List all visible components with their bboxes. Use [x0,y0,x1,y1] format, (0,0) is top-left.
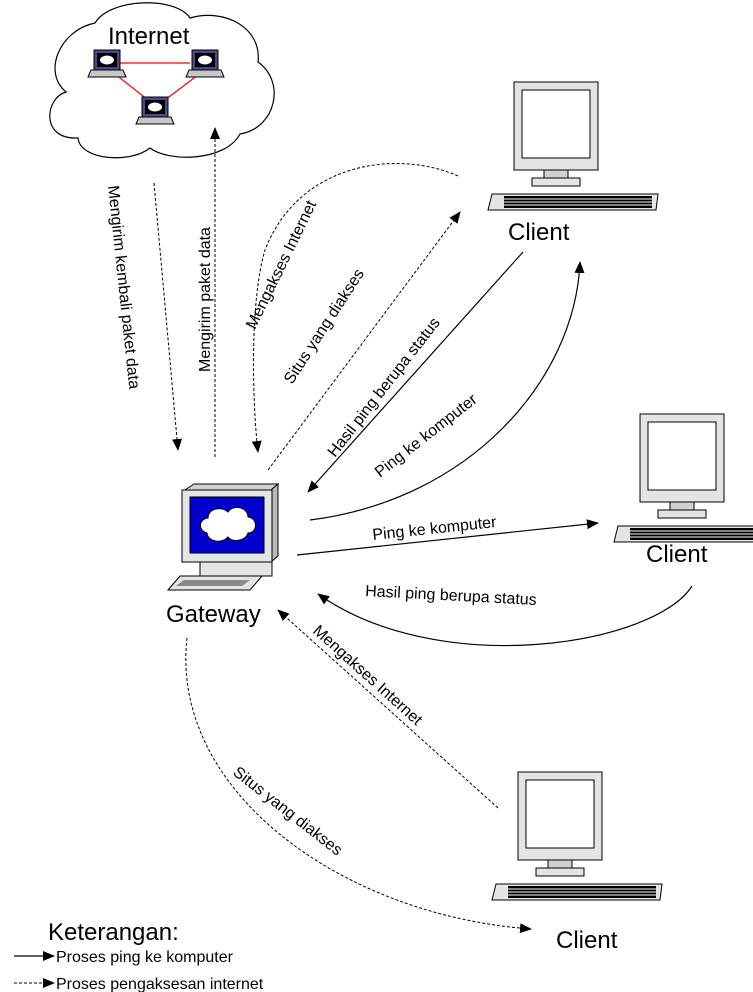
edge-return-packet [153,182,182,451]
gateway-computer: Gateway [166,482,280,628]
edge-visited-site-bottom [185,637,532,934]
edge-label-access-internet-bottom: Mengakses Internet [309,622,425,729]
edge-label-visited-site-top: Situs yang diakses [281,266,368,387]
edge-labels: Mengirim kembali paket data Mengirim pak… [104,185,537,860]
laptop-icon [185,49,225,78]
laptop-icon [135,96,175,125]
edge-label-send-packet: Mengirim paket data [197,227,214,372]
legend: Keterangan: Proses ping ke komputer Pros… [14,919,264,992]
edge-label-visited-site-bottom: Situs yang diakses [230,764,346,860]
edge-ping-result-top [307,251,524,493]
client-top: Client [487,81,659,246]
legend-item-ping: Proses ping ke komputer [56,949,234,966]
client-mid-label: Client [646,541,708,568]
client-top-label: Client [508,219,570,246]
legend-item-internet: Proses pengaksesan internet [56,976,264,992]
internet-label: Internet [108,23,190,50]
edge-access-internet-bottom [277,609,499,809]
client-mid: Client [613,413,753,568]
edge-label-return-packet: Mengirim kembali paket data [104,185,142,390]
edge-label-access-internet-top: Mengakses Internet [243,198,320,332]
edge-ping-result-mid [317,585,693,647]
edge-visited-site-top [267,211,461,471]
gateway-label: Gateway [166,601,261,628]
edge-access-internet-top [251,163,459,453]
edge-label-ping-result-mid: Hasil ping berupa status [365,583,537,609]
edge-label-ping-top: Ping ke komputer [372,391,481,481]
edge-ping-top [309,261,585,521]
client-bottom-label: Client [556,927,618,954]
internet-cloud: Internet [49,2,275,159]
edge-ping-mid [296,519,599,556]
laptop-icon [87,49,127,78]
legend-title: Keterangan: [48,919,179,946]
edge-label-ping-mid: Ping ke komputer [372,514,498,544]
client-bottom: Client [491,771,663,954]
connections [153,127,693,934]
